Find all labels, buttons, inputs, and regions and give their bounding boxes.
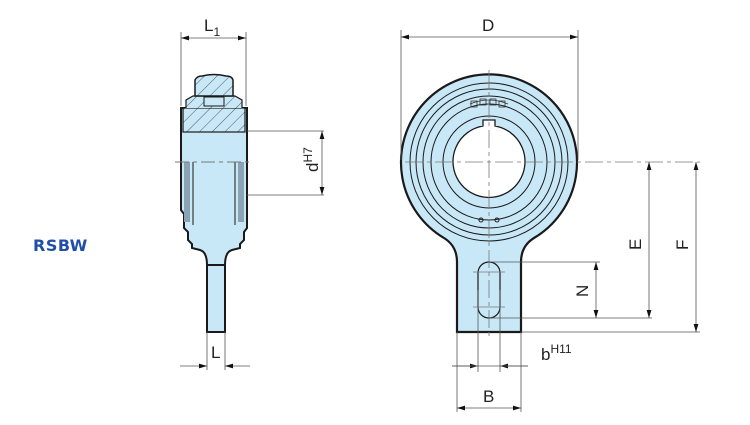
dim-d-label: dH7 <box>301 147 322 172</box>
dim-B-label: B <box>483 387 494 406</box>
dim-L-label: L <box>211 343 220 362</box>
product-code-label: RSBW <box>33 236 88 255</box>
dim-b-label: bH11 <box>541 342 572 364</box>
dim-E-label: E <box>626 239 645 250</box>
dim-N-label: N <box>573 285 592 297</box>
dim-L1-label: L1 <box>204 16 220 39</box>
front-view: D N E F bH11 B <box>399 16 700 412</box>
side-view: L1 dH7 L <box>175 16 325 370</box>
dim-D-label: D <box>482 16 494 35</box>
dim-F-label: F <box>673 240 692 250</box>
